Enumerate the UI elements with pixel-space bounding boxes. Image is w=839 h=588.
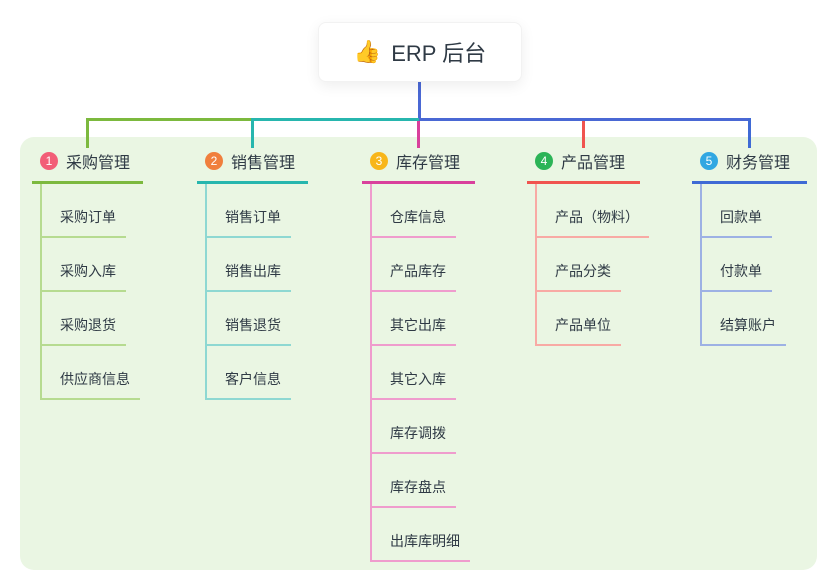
branch-sales-title[interactable]: 2 销售管理 (197, 147, 308, 184)
child-item[interactable]: 采购退货 (42, 292, 143, 346)
child-item[interactable]: 其它出库 (372, 292, 475, 346)
connector-drop-finance (748, 118, 751, 148)
child-item[interactable]: 产品分类 (537, 238, 640, 292)
branch-title-label: 库存管理 (396, 155, 461, 172)
child-item[interactable]: 仓库信息 (372, 184, 475, 238)
child-item[interactable]: 采购订单 (42, 184, 143, 238)
branch-purchase-children: 采购订单 采购入库 采购退货 供应商信息 (40, 184, 143, 400)
connector-drop-sales (251, 118, 254, 148)
child-item[interactable]: 销售订单 (207, 184, 308, 238)
child-item-label: 仓库信息 (372, 207, 456, 238)
child-item[interactable]: 库存盘点 (372, 454, 475, 508)
branch-product-children: 产品（物料） 产品分类 产品单位 (535, 184, 649, 346)
child-item[interactable]: 销售退货 (207, 292, 308, 346)
child-item[interactable]: 客户信息 (207, 346, 308, 400)
connector-drop-product (582, 121, 585, 148)
child-item-label: 产品（物料） (537, 207, 649, 238)
connector-horizontal-teal (252, 118, 420, 121)
child-item[interactable]: 回款单 (702, 184, 807, 238)
branch-number-badge: 1 (40, 152, 58, 170)
child-item-label: 其它入库 (372, 369, 456, 400)
branch-purchase-title[interactable]: 1 采购管理 (32, 147, 143, 184)
child-item[interactable]: 采购入库 (42, 238, 143, 292)
child-item[interactable]: 产品单位 (537, 292, 640, 346)
child-item-label: 其它出库 (372, 315, 456, 346)
child-item-label: 结算账户 (702, 315, 786, 346)
child-item-label: 产品单位 (537, 315, 621, 346)
child-item-label: 付款单 (702, 261, 772, 292)
branch-sales-children: 销售订单 销售出库 销售退货 客户信息 (205, 184, 308, 400)
connector-drop-purchase (86, 118, 89, 148)
connector-horizontal-green (86, 118, 252, 121)
connector-horizontal-blue (419, 118, 751, 121)
branch-number-badge: 5 (700, 152, 718, 170)
branch-inventory-children: 仓库信息 产品库存 其它出库 其它入库 库存调拨 库存盘点 出库库明细 (370, 184, 475, 562)
connector-root-drop (418, 82, 421, 121)
child-item-label: 采购订单 (42, 207, 126, 238)
branch-number-badge: 2 (205, 152, 223, 170)
child-item[interactable]: 出库库明细 (372, 508, 475, 562)
child-item-label: 回款单 (702, 207, 772, 238)
child-item[interactable]: 库存调拨 (372, 400, 475, 454)
child-item[interactable]: 其它入库 (372, 346, 475, 400)
branch-purchase: 1 采购管理 采购订单 采购入库 采购退货 供应商信息 (32, 147, 143, 400)
child-item[interactable]: 销售出库 (207, 238, 308, 292)
child-item[interactable]: 产品库存 (372, 238, 475, 292)
child-item-label: 库存盘点 (372, 477, 456, 508)
branch-finance-title[interactable]: 5 财务管理 (692, 147, 807, 184)
branches-background-panel (20, 137, 817, 570)
child-item-label: 销售出库 (207, 261, 291, 292)
branch-finance: 5 财务管理 回款单 付款单 结算账户 (692, 147, 807, 346)
branch-title-label: 产品管理 (561, 155, 626, 172)
branch-finance-children: 回款单 付款单 结算账户 (700, 184, 807, 346)
branch-sales: 2 销售管理 销售订单 销售出库 销售退货 客户信息 (197, 147, 308, 400)
branch-title-label: 销售管理 (231, 155, 296, 172)
child-item-label: 出库库明细 (372, 531, 470, 562)
connector-drop-inventory (417, 121, 420, 148)
child-item-label: 销售退货 (207, 315, 291, 346)
child-item-label: 采购退货 (42, 315, 126, 346)
branch-inventory-title[interactable]: 3 库存管理 (362, 147, 475, 184)
branch-number-badge: 3 (370, 152, 388, 170)
child-item-label: 产品库存 (372, 261, 456, 292)
child-item-label: 供应商信息 (42, 369, 140, 400)
branch-number-badge: 4 (535, 152, 553, 170)
branch-inventory: 3 库存管理 仓库信息 产品库存 其它出库 其它入库 库存调拨 库存盘点 出库库… (362, 147, 475, 562)
branch-title-label: 采购管理 (66, 155, 131, 172)
child-item-label: 销售订单 (207, 207, 291, 238)
root-node-label: ERP 后台 (391, 41, 487, 66)
child-item-label: 产品分类 (537, 261, 621, 292)
thumbs-up-icon: 👍 (353, 39, 382, 64)
child-item[interactable]: 付款单 (702, 238, 807, 292)
child-item-label: 库存调拨 (372, 423, 456, 454)
child-item[interactable]: 结算账户 (702, 292, 807, 346)
child-item-label: 采购入库 (42, 261, 126, 292)
branch-title-label: 财务管理 (726, 155, 791, 172)
branch-product: 4 产品管理 产品（物料） 产品分类 产品单位 (527, 147, 649, 346)
root-node[interactable]: 👍 ERP 后台 (318, 22, 522, 82)
branch-product-title[interactable]: 4 产品管理 (527, 147, 640, 184)
child-item-label: 客户信息 (207, 369, 291, 400)
child-item[interactable]: 产品（物料） (537, 184, 649, 238)
child-item[interactable]: 供应商信息 (42, 346, 143, 400)
